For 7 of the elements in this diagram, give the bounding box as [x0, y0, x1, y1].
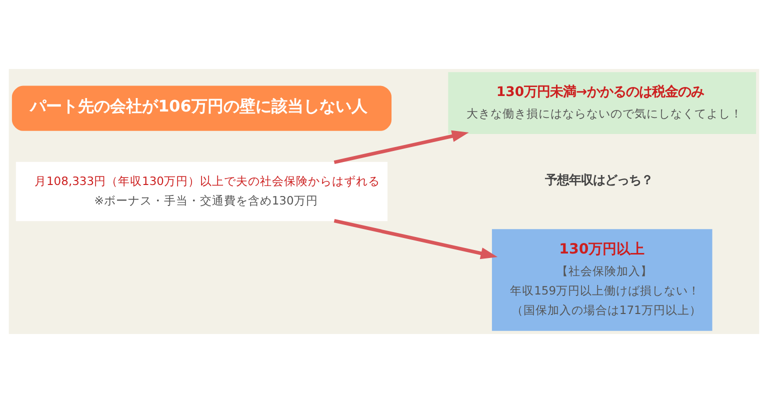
label: 予想年収はどっち？: [545, 173, 654, 188]
arrow: [334, 219, 498, 260]
node-box: 130万円以上 【社会保険加入】 年収159万円以上働けば損しない！ （国保加入の場合は171万円以上）: [492, 229, 712, 331]
node-box: 130万円未満→かかるのは税金のみ 大きな働き損にはならないので気にしなくてよし！: [448, 72, 756, 134]
node-box: 月108,333円（年収130万円）以上で夫の社会保険からはずれる ※ボーナス・手当・交通費を含め130万円: [16, 162, 388, 222]
arrow: [334, 130, 469, 164]
node-box: パート先の会社が106万円の壁に該当しない人: [12, 86, 392, 131]
